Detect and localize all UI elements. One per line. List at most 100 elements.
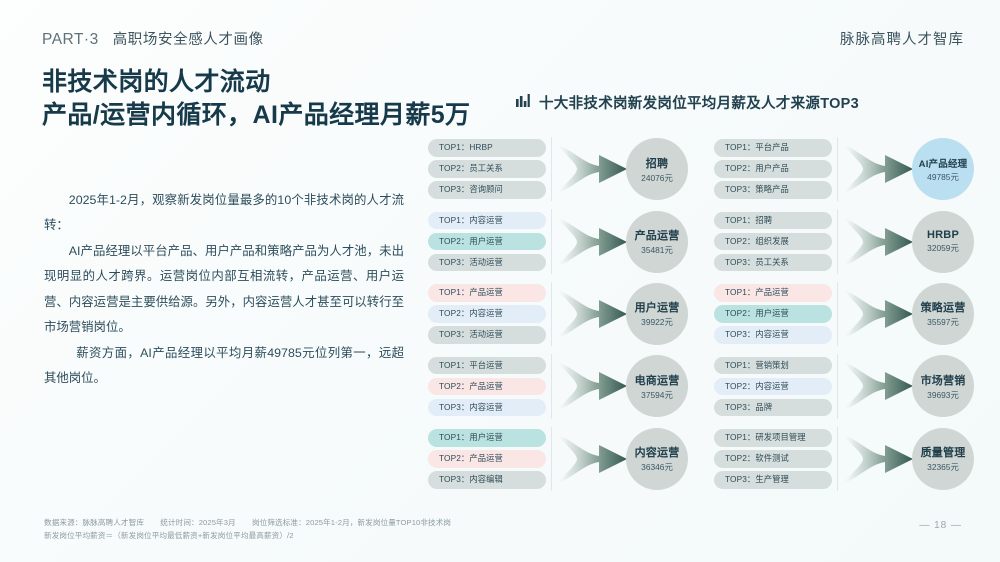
source-pill-top1[interactable]: TOP1：内容运营 (428, 211, 546, 230)
target-role-name: 产品运营 (634, 230, 680, 243)
source-pill-top3[interactable]: TOP3：活动运营 (428, 326, 546, 344)
header-left: PART·3 高职场安全感人才画像 (42, 28, 264, 49)
target-role-name: HRBP (927, 229, 959, 242)
target-role-name: 策略运营 (920, 302, 966, 315)
source-pill-top2[interactable]: TOP2：产品运营 (428, 450, 546, 468)
source-pill-top3[interactable]: TOP3：内容运营 (714, 326, 832, 344)
source-pill-top2[interactable]: TOP2：组织发展 (714, 232, 832, 251)
target-role-salary: 36346元 (641, 462, 673, 473)
target-role-name: 招聘 (645, 157, 669, 170)
source-pill-top1[interactable]: TOP1：产品运营 (714, 284, 832, 302)
source-pill-list: TOP1：内容运营 TOP2：用户运营 TOP3：活动运营 (428, 211, 546, 272)
source-pill-list: TOP1：产品运营 TOP2：用户运营 TOP3：内容运营 (714, 284, 832, 344)
target-role-bubble[interactable]: 电商运营 37594元 (626, 355, 688, 418)
target-role-name: AI产品经理 (918, 158, 968, 170)
source-pill-top3[interactable]: TOP3：策略产品 (714, 181, 832, 199)
body-copy: 2025年1-2月，观察新发岗位量最多的10个非技术岗的人才流转： AI产品经理… (44, 188, 404, 391)
flow-group: TOP1：平台运营 TOP2：产品运营 TOP3：内容运营 电商运营 37594元 (428, 350, 690, 422)
target-role-salary: 37594元 (641, 389, 673, 400)
source-pill-top1[interactable]: TOP1：用户运营 (428, 429, 546, 447)
source-pill-top3[interactable]: TOP3：内容运营 (428, 398, 546, 417)
source-pill-list: TOP1：平台运营 TOP2：产品运营 TOP3：内容运营 (428, 356, 546, 417)
body-paragraph-2: AI产品经理以平台产品、用户产品和策略产品为人才池，未出现明显的人才跨界。运营岗… (44, 243, 404, 335)
source-pill-top3[interactable]: TOP3：活动运营 (428, 253, 546, 272)
source-pill-top2[interactable]: TOP2：员工关系 (428, 160, 546, 178)
footer-stat-time: 统计时间：2025年3月 (160, 518, 236, 527)
chart-heading: 十大非技术岗新发岗位平均月薪及人才来源TOP3 (516, 92, 859, 113)
source-pill-list: TOP1：平台产品 TOP2：用户产品 TOP3：策略产品 (714, 139, 832, 199)
footer-notes: 数据来源：脉脉高聘人才智库 统计时间：2025年3月 岗位筛选标准：2025年1… (44, 516, 465, 543)
flow-arrow-icon (841, 215, 919, 269)
source-pill-top1[interactable]: TOP1：营销策划 (714, 356, 832, 375)
flow-group: TOP1：用户运营 TOP2：产品运营 TOP3：内容编辑 内容运营 36346元 (428, 423, 690, 495)
source-pill-top3[interactable]: TOP3：咨询顾问 (428, 181, 546, 199)
source-pill-top2[interactable]: TOP2：软件测试 (714, 450, 832, 468)
source-pill-list: TOP1：研发项目管理 TOP2：软件测试 TOP3：生产管理 (714, 429, 832, 489)
bar-chart-icon (516, 93, 530, 112)
flow-arrow-icon (841, 359, 919, 413)
target-role-salary: 49785元 (927, 171, 959, 182)
slide-header: PART·3 高职场安全感人才画像 脉脉高聘人才智库 (42, 28, 964, 49)
footer-formula: 新发岗位平均薪资＝（新发岗位平均最低薪资+新发岗位平均最高薪资）/2 (44, 531, 294, 541)
source-pill-top2[interactable]: TOP2：内容运营 (714, 377, 832, 396)
footer-criteria: 岗位筛选标准：2025年1-2月，新发岗位量TOP10非技术岗 (251, 518, 452, 527)
target-role-bubble[interactable]: 内容运营 36346元 (626, 427, 688, 490)
source-pill-top2[interactable]: TOP2：用户产品 (714, 160, 832, 178)
brand-logo-text: 脉脉高聘人才智库 (840, 32, 964, 48)
source-pill-top1[interactable]: TOP1：HRBP (428, 139, 546, 157)
target-role-name: 内容运营 (634, 447, 680, 460)
source-pill-list: TOP1：HRBP TOP2：员工关系 TOP3：咨询顾问 (428, 139, 546, 199)
target-role-name: 电商运营 (634, 374, 680, 387)
source-pill-top2[interactable]: TOP2：用户运营 (428, 232, 546, 251)
flow-arrow-icon (555, 215, 633, 269)
source-pill-top1[interactable]: TOP1：研发项目管理 (714, 429, 832, 447)
flow-arrow-icon (555, 142, 633, 196)
page-number: — 18 — (919, 520, 962, 531)
source-pill-top2[interactable]: TOP2：用户运营 (714, 305, 832, 323)
flow-arrow-icon (555, 359, 633, 413)
target-role-salary: 39922元 (641, 317, 673, 328)
flow-arrow-icon (841, 432, 919, 486)
flow-arrow-icon (555, 287, 633, 341)
target-role-salary: 32365元 (927, 462, 959, 473)
flow-arrow-icon (841, 142, 919, 196)
part-topic: 高职场安全感人才画像 (112, 32, 264, 48)
body-paragraph-1: 2025年1-2月，观察新发岗位量最多的10个非技术岗的人才流转： (44, 193, 404, 233)
target-role-salary: 32059元 (927, 243, 959, 254)
source-pill-top2[interactable]: TOP2：内容运营 (428, 305, 546, 323)
source-pill-top3[interactable]: TOP3：生产管理 (714, 471, 832, 489)
source-pill-top2[interactable]: TOP2：产品运营 (428, 377, 546, 396)
source-pill-top3[interactable]: TOP3：品牌 (714, 398, 832, 417)
source-pill-list: TOP1：用户运营 TOP2：产品运营 TOP3：内容编辑 (428, 429, 546, 489)
title-line-2: 产品/运营内循环，AI产品经理月薪5万 (42, 101, 471, 129)
part-label: PART·3 (42, 31, 99, 48)
source-pill-top1[interactable]: TOP1：产品运营 (428, 284, 546, 302)
source-pill-top1[interactable]: TOP1：平台产品 (714, 139, 832, 157)
source-pill-list: TOP1：招聘 TOP2：组织发展 TOP3：员工关系 (714, 211, 832, 272)
footer-row-1: 数据来源：脉脉高聘人才智库 统计时间：2025年3月 岗位筛选标准：2025年1… (44, 516, 465, 529)
footer-source: 数据来源：脉脉高聘人才智库 (44, 518, 145, 527)
source-pill-top3[interactable]: TOP3：内容编辑 (428, 471, 546, 489)
source-pill-top1[interactable]: TOP1：招聘 (714, 211, 832, 230)
source-pill-top1[interactable]: TOP1：平台运营 (428, 356, 546, 375)
target-role-name: 市场营销 (920, 374, 966, 387)
flow-arrow-icon (841, 287, 919, 341)
flow-arrow-icon (555, 432, 633, 486)
source-pill-top3[interactable]: TOP3：员工关系 (714, 253, 832, 272)
